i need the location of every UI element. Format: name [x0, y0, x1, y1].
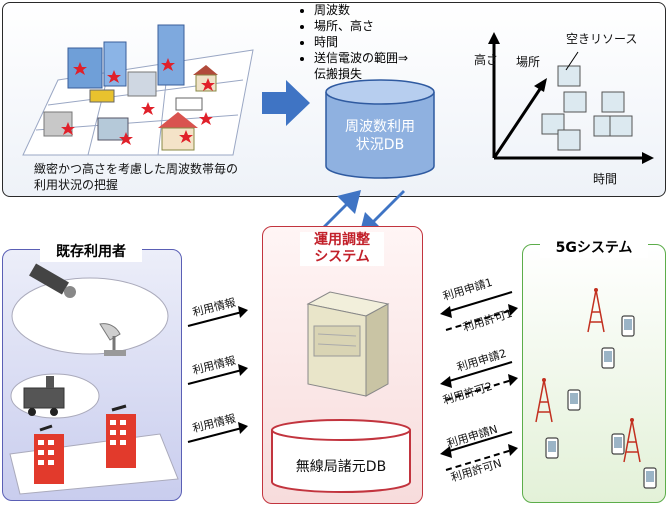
- coordination-title-line-2: システム: [314, 249, 370, 265]
- city-map-illustration: [22, 24, 254, 156]
- fiveg-system-title: 5Gシステム: [540, 236, 648, 258]
- fiveg-system-panel: [522, 244, 666, 503]
- bullet-place-height: 場所、高さ: [314, 18, 408, 34]
- station-specs-db-label: 無線局諸元DB: [295, 459, 387, 475]
- db-label-line-1: 周波数利用: [345, 119, 415, 135]
- fiveg-illustration: [535, 288, 657, 489]
- existing-users-title: 既存利用者: [40, 240, 142, 262]
- bullet-frequency: 周波数: [314, 2, 408, 18]
- bullet-propagation-loss: 伝搬損失: [314, 67, 363, 81]
- resource-3d-chart: [488, 32, 654, 164]
- axis-place-label: 場所: [516, 55, 541, 69]
- caption-line-2: 利用状況の把握: [34, 178, 119, 192]
- axis-time-label: 時間: [593, 172, 618, 186]
- existing-users-illustration: [9, 263, 179, 495]
- db-exchange-arrows: [315, 190, 405, 236]
- request-permit-arrows: [440, 291, 518, 471]
- db-label-line-2: 状況DB: [355, 137, 405, 153]
- bullet-time: 時間: [314, 34, 408, 50]
- server-icon: [306, 291, 390, 397]
- usage-info-arrows: [187, 306, 248, 443]
- right-flow-arrow: [262, 80, 310, 126]
- frequency-usage-db-icon: [325, 79, 435, 179]
- axis-height-label: 高さ: [474, 53, 499, 67]
- free-resource-label: 空きリソース: [566, 32, 638, 46]
- caption-line-1: 緻密かつ高さを考慮した周波数帯毎の: [34, 162, 239, 176]
- coordination-title-line-1: 運用調整: [314, 232, 370, 248]
- station-specs-db-icon: [271, 419, 411, 493]
- bullet-range: 送信電波の範囲⇒: [314, 50, 408, 66]
- db-attribute-list: 周波数 場所、高さ 時間 送信電波の範囲⇒ 伝搬損失: [296, 2, 408, 82]
